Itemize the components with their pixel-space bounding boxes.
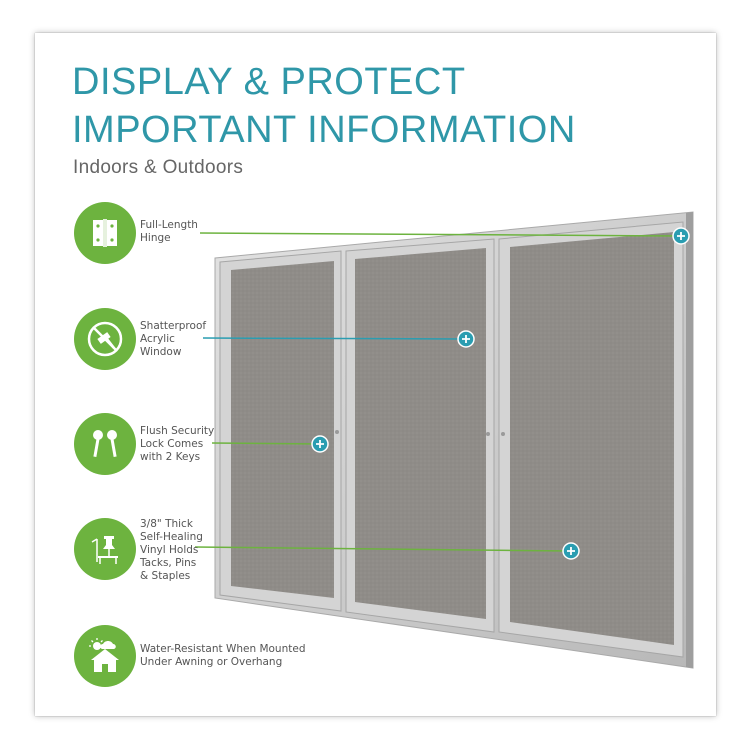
callout-line-acrylic: [202, 337, 467, 340]
feature-label-vinyl: 3/8" Thick Self-Healing Vinyl Holds Tack…: [140, 518, 203, 582]
callout-line-hinge: [199, 232, 682, 237]
hotspot-lock: [311, 435, 329, 453]
lock-left: [335, 430, 339, 434]
feature-label-acrylic: Shatterproof Acrylic Window: [140, 320, 207, 358]
board-frame-depth: [686, 212, 693, 668]
feature-label-water-resistant: Water-Resistant When Mounted Under Awnin…: [140, 643, 306, 668]
title-line-1: DISPLAY & PROTECT: [72, 61, 466, 103]
title-line-2: IMPORTANT INFORMATION: [72, 109, 576, 151]
callout-line-lock: [211, 442, 321, 445]
feature-label-lock: Flush Security Lock Comes with 2 Keys: [140, 425, 215, 463]
subtitle: Indoors & Outdoors: [73, 157, 244, 178]
hotspot-vinyl: [562, 542, 580, 560]
fabric-panel-left: [231, 261, 334, 598]
fabric-panel-middle: [355, 248, 486, 619]
lock-middle-right: [501, 432, 505, 436]
house-weather-icon: [74, 625, 136, 687]
feature-label-hinge: Full-Length Hinge: [140, 219, 198, 244]
keys-icon: [74, 413, 136, 475]
hinge-icon: [74, 202, 136, 264]
callout-line-vinyl: [194, 546, 572, 552]
hotspot-hinge: [672, 227, 690, 245]
hotspot-acrylic: [457, 330, 475, 348]
lock-middle-left: [486, 432, 490, 436]
pushpin-icon: [74, 518, 136, 580]
fabric-panel-right: [510, 232, 674, 645]
shatterproof-icon: [74, 308, 136, 370]
page-title: DISPLAY & PROTECT IMPORTANT INFORMATION: [72, 58, 576, 154]
